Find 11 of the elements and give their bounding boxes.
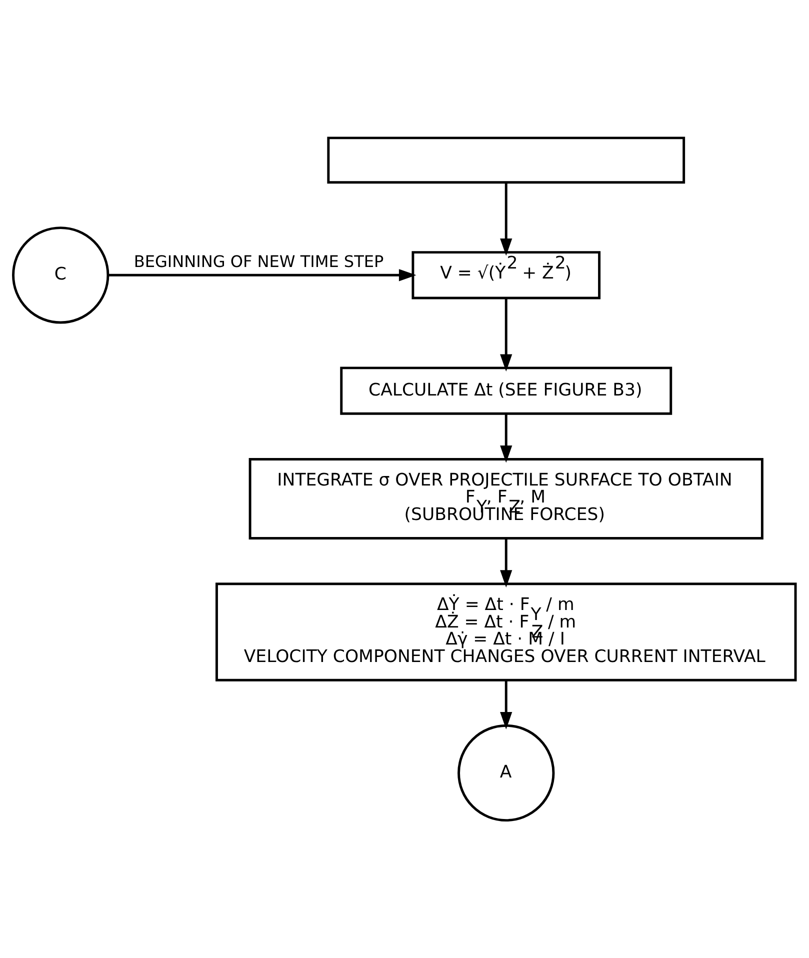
arrow — [500, 680, 512, 730]
node-circle: C — [12, 226, 110, 324]
arrow — [500, 298, 512, 372]
node-box: CALCULATE Δt (SEE FIGURE B3) — [340, 366, 672, 415]
node-circle: A — [458, 724, 555, 822]
arrow — [500, 182, 512, 256]
node-box — [327, 136, 686, 184]
arrow — [108, 269, 416, 282]
arrow — [500, 538, 512, 588]
arrow — [500, 414, 512, 463]
edge-label: BEGINNING OF NEW TIME STEP — [134, 252, 384, 272]
